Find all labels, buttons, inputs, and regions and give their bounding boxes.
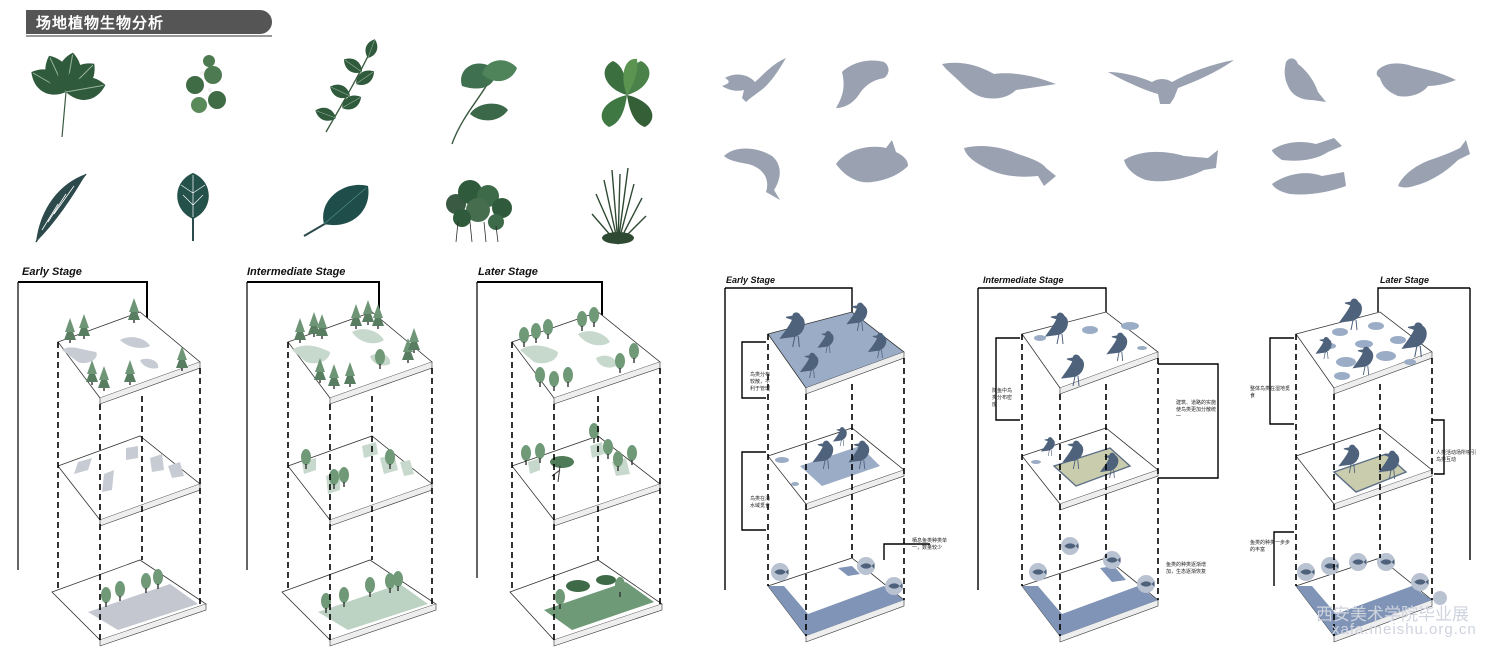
plant-icon <box>177 173 209 241</box>
bird-silhouette <box>1284 58 1326 102</box>
annotation-note: 鱼类的种类逐渐增加，生态逐渐恢复 <box>1166 562 1207 575</box>
fish-silhouette <box>1272 138 1342 161</box>
annotation-note: 鱼类的种类一步步的丰富 <box>1250 540 1291 553</box>
plant-icon <box>35 173 87 243</box>
plant-icon <box>591 167 647 245</box>
plant-later-diagram <box>476 281 663 647</box>
bird-later-label: Later Stage <box>1380 275 1430 285</box>
fish-silhouette <box>1124 150 1218 182</box>
watermark-title: 西安美术学院毕业展 <box>1316 605 1469 625</box>
plant-icon <box>25 50 108 138</box>
plant-icon <box>186 55 226 113</box>
annotation-note: 随鱼中鸟类分布密度 <box>992 388 1013 408</box>
bird-silhouette <box>942 62 1056 99</box>
annotation-note: 人类活动场所吸引鸟类互动 <box>1436 450 1477 463</box>
bird-silhouette <box>836 60 889 108</box>
plant-intermediate-label: Intermediate Stage <box>247 266 346 278</box>
title-underline <box>26 35 272 37</box>
bird-intermediate-diagram <box>977 287 1219 643</box>
bird-later-diagram <box>1269 287 1471 643</box>
annotation-note: 鸟类分布较散，不利于管理 <box>750 372 771 392</box>
plant-early-label: Early Stage <box>22 266 82 278</box>
plant-later-label: Later Stage <box>478 266 538 278</box>
bird-intermediate-label: Intermediate Stage <box>983 275 1064 285</box>
fish-silhouette <box>836 140 908 183</box>
plant-icon <box>601 58 653 127</box>
bird-silhouette <box>1108 60 1234 104</box>
fish-silhouette <box>1272 172 1346 195</box>
plant-icon <box>446 180 512 243</box>
bird-early-label: Early Stage <box>726 275 776 285</box>
page-title: 场地植物生物分析 <box>36 14 165 32</box>
annotation-note: 鸟类在浅水域觅食 <box>750 496 771 509</box>
plant-early-diagram <box>17 281 207 647</box>
annotation-note: 栖息鱼类种类单一，数量较少 <box>912 538 948 551</box>
fish-silhouette <box>724 148 780 200</box>
annotation-note: 建筑、道路的实施使鸟类更加分散统一 <box>1176 400 1217 420</box>
title-banner <box>26 10 272 34</box>
fish-silhouette <box>964 146 1056 186</box>
fish-silhouette <box>1398 140 1470 188</box>
bird-silhouette <box>722 58 786 102</box>
plant-intermediate-diagram <box>246 281 437 647</box>
plant-icon <box>312 37 381 133</box>
bird-silhouettes <box>722 58 1456 108</box>
annotation-note: 整体鸟类在湿地觅食 <box>1250 386 1291 399</box>
fish-silhouettes <box>724 138 1470 200</box>
watermark-url: xafa.meishu.org.cn <box>1332 621 1477 638</box>
plant-icon <box>451 60 517 145</box>
bird-early-diagram <box>724 287 930 643</box>
bird-silhouette <box>1376 63 1456 97</box>
plant-icon <box>303 184 369 237</box>
